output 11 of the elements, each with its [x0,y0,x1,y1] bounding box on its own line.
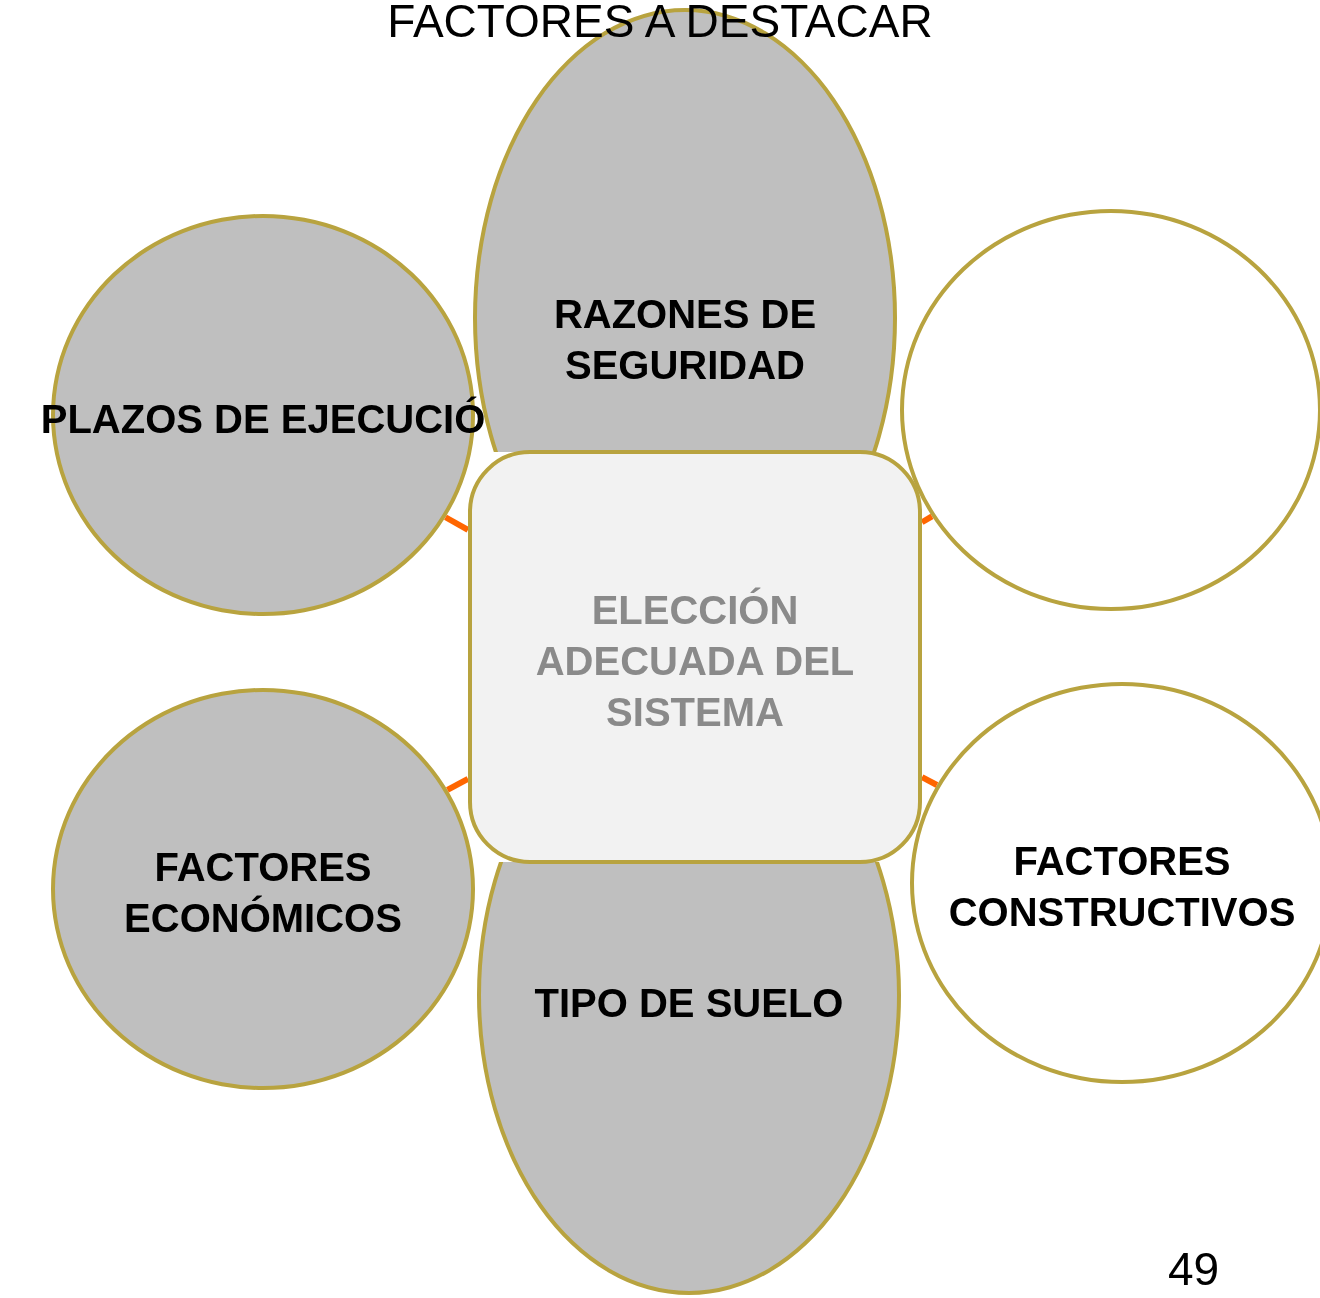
node-label: RAZONES DE SEGURIDAD [552,291,818,389]
connector-line [920,774,939,788]
node-label: ELECCIÓN ADECUADA DEL SISTEMA [534,586,856,736]
node-label: TIPO DE SUELO [534,979,844,1027]
connector-line [444,514,470,533]
page-number: 49 [1168,1244,1220,1295]
connector-line [920,513,934,525]
connector-line [446,776,470,793]
rounded-box [468,450,922,864]
node-label: FACTORES CONSTRUCTIVOS [947,838,1297,936]
node-label: FACTORES ECONÓMICOS [123,844,403,942]
